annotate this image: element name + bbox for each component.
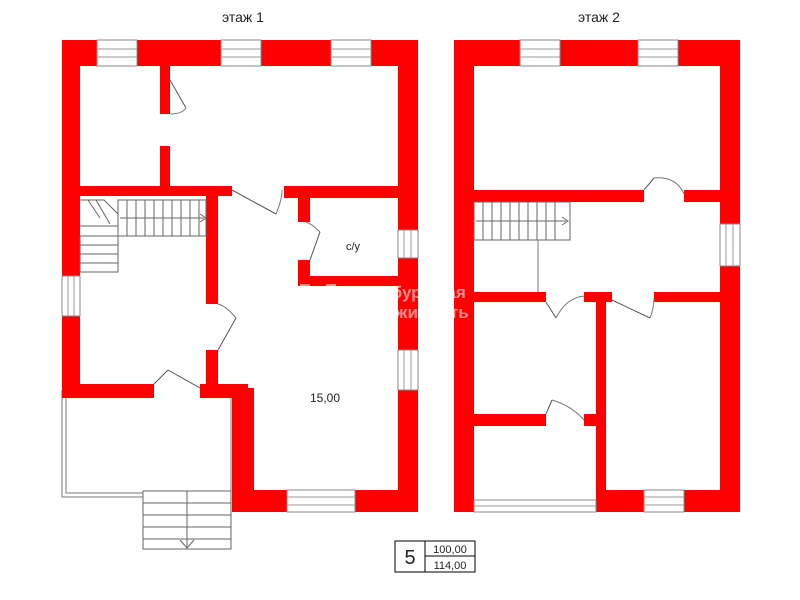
- terrace-outline: [61, 390, 143, 498]
- f1-door-bath: [305, 221, 321, 261]
- f1-wall-bath-bottom: [298, 276, 398, 286]
- room-area-label: 15,00: [310, 391, 340, 405]
- f1-door-1: [169, 79, 187, 115]
- legend-value-bottom: 114,00: [434, 560, 467, 572]
- entrance-steps: [142, 490, 232, 550]
- f1-wall-interior-v2b: [206, 350, 218, 390]
- legend-value-top: 100,00: [433, 544, 467, 556]
- legend-number: 5: [404, 547, 415, 569]
- f2-wall-interior-h3b: [584, 414, 598, 426]
- f1-window-bottom: [286, 489, 356, 513]
- watermark-line-2: недвижимость: [344, 303, 469, 322]
- floor-2-plan: [454, 39, 741, 513]
- f1-wall-left: [62, 40, 80, 398]
- f2-window-bottom-right: [643, 489, 685, 513]
- f2-window-top-2: [637, 39, 679, 67]
- f2-wall-interior-h2c: [654, 292, 720, 302]
- f2-wall-interior-h1b: [684, 190, 720, 202]
- f1-wall-mid-bottom: [62, 384, 154, 398]
- floor-2-title: этаж 2: [578, 9, 620, 25]
- f1-door-3: [217, 303, 237, 351]
- f2-door-2: [545, 295, 585, 319]
- f1-wall-lower-left: [232, 388, 254, 512]
- area-legend: 5 100,00 114,00: [394, 540, 476, 573]
- f2-door-4: [545, 399, 585, 421]
- f1-door-2: [231, 189, 283, 215]
- f1-wall-interior-h1: [80, 186, 232, 196]
- f2-window-top-1: [519, 39, 561, 67]
- f1-wall-interior-h2: [284, 186, 398, 198]
- floor-1-plan: [61, 39, 419, 550]
- f2-wall-bottom-left: [454, 496, 474, 512]
- f1-window-top-2: [220, 39, 262, 67]
- f1-door-entrance: [153, 369, 201, 389]
- f2-door-3: [611, 297, 655, 319]
- f1-wall-interior-v1a: [160, 62, 170, 114]
- f1-window-left: [61, 275, 81, 317]
- floor-1-title: этаж 1: [222, 9, 264, 25]
- f1-window-right-1: [397, 229, 419, 259]
- f2-wall-interior-v1: [596, 292, 606, 512]
- f2-wall-interior-h3: [474, 414, 546, 426]
- watermark: петербургская недвижимость: [300, 283, 469, 322]
- f1-staircase: [79, 199, 207, 273]
- f1-window-top-3: [330, 39, 372, 67]
- f2-wall-right: [720, 40, 740, 512]
- terrace-outline-inner: [65, 390, 143, 494]
- f2-window-bottom-left: [473, 499, 597, 513]
- watermark-line-1: петербургская: [344, 283, 466, 302]
- bathroom-label: с/у: [346, 241, 361, 253]
- f2-window-right: [719, 223, 741, 267]
- f2-wall-interior-h2a: [474, 292, 546, 302]
- f1-wall-interior-v2a: [206, 196, 218, 304]
- f2-wall-interior-h1: [474, 190, 644, 202]
- f1-wall-right: [398, 40, 418, 512]
- f1-wall-bath-a: [298, 196, 310, 222]
- watermark-logo-icon: [300, 284, 310, 298]
- f2-wall-left: [454, 40, 474, 512]
- f2-staircase: [473, 201, 571, 292]
- f1-window-right-2: [397, 349, 419, 391]
- f1-window-top-1: [96, 39, 138, 67]
- f2-door-1: [643, 177, 685, 195]
- f2-wall-top: [454, 40, 740, 66]
- f1-wall-interior-v1b: [160, 146, 170, 190]
